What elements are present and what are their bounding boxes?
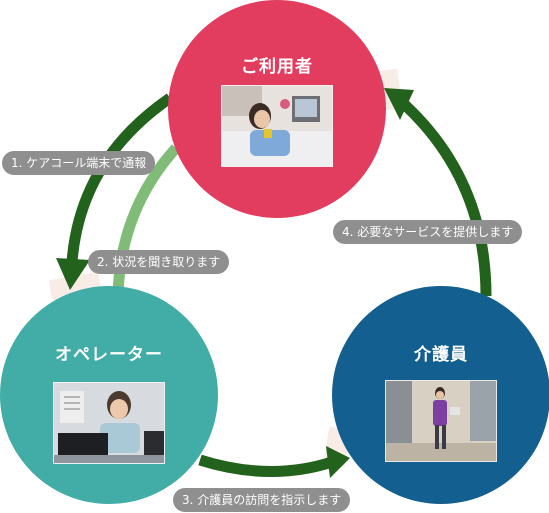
user-node: ご利用者 xyxy=(168,0,386,218)
arrow-step4-line xyxy=(400,99,492,297)
user-photo xyxy=(221,85,333,167)
arrow-step3-line xyxy=(198,454,334,477)
arrow-step1-head xyxy=(56,258,90,290)
user-node-title: ご利用者 xyxy=(241,57,313,77)
step1-label: 1. ケアコール端末で通報 xyxy=(2,151,156,175)
operator-photo xyxy=(53,382,165,464)
step4-label: 4. 必要なサービスを提供します xyxy=(333,220,523,244)
caregiver-photo xyxy=(385,380,497,462)
caregiver-node-title: 介護員 xyxy=(414,345,468,365)
step2-label: 2. 状況を聞き取ります xyxy=(88,250,230,274)
operator-node: オペレーター xyxy=(0,286,218,504)
caregiver-node: 介護員 xyxy=(332,286,549,504)
operator-node-title: オペレーター xyxy=(55,345,163,365)
arrow-step4-head xyxy=(384,88,414,120)
step3-label: 3. 介護員の訪問を指示します xyxy=(173,488,351,512)
arrow-step2 xyxy=(112,144,181,297)
arrow-step3-head xyxy=(326,446,350,478)
